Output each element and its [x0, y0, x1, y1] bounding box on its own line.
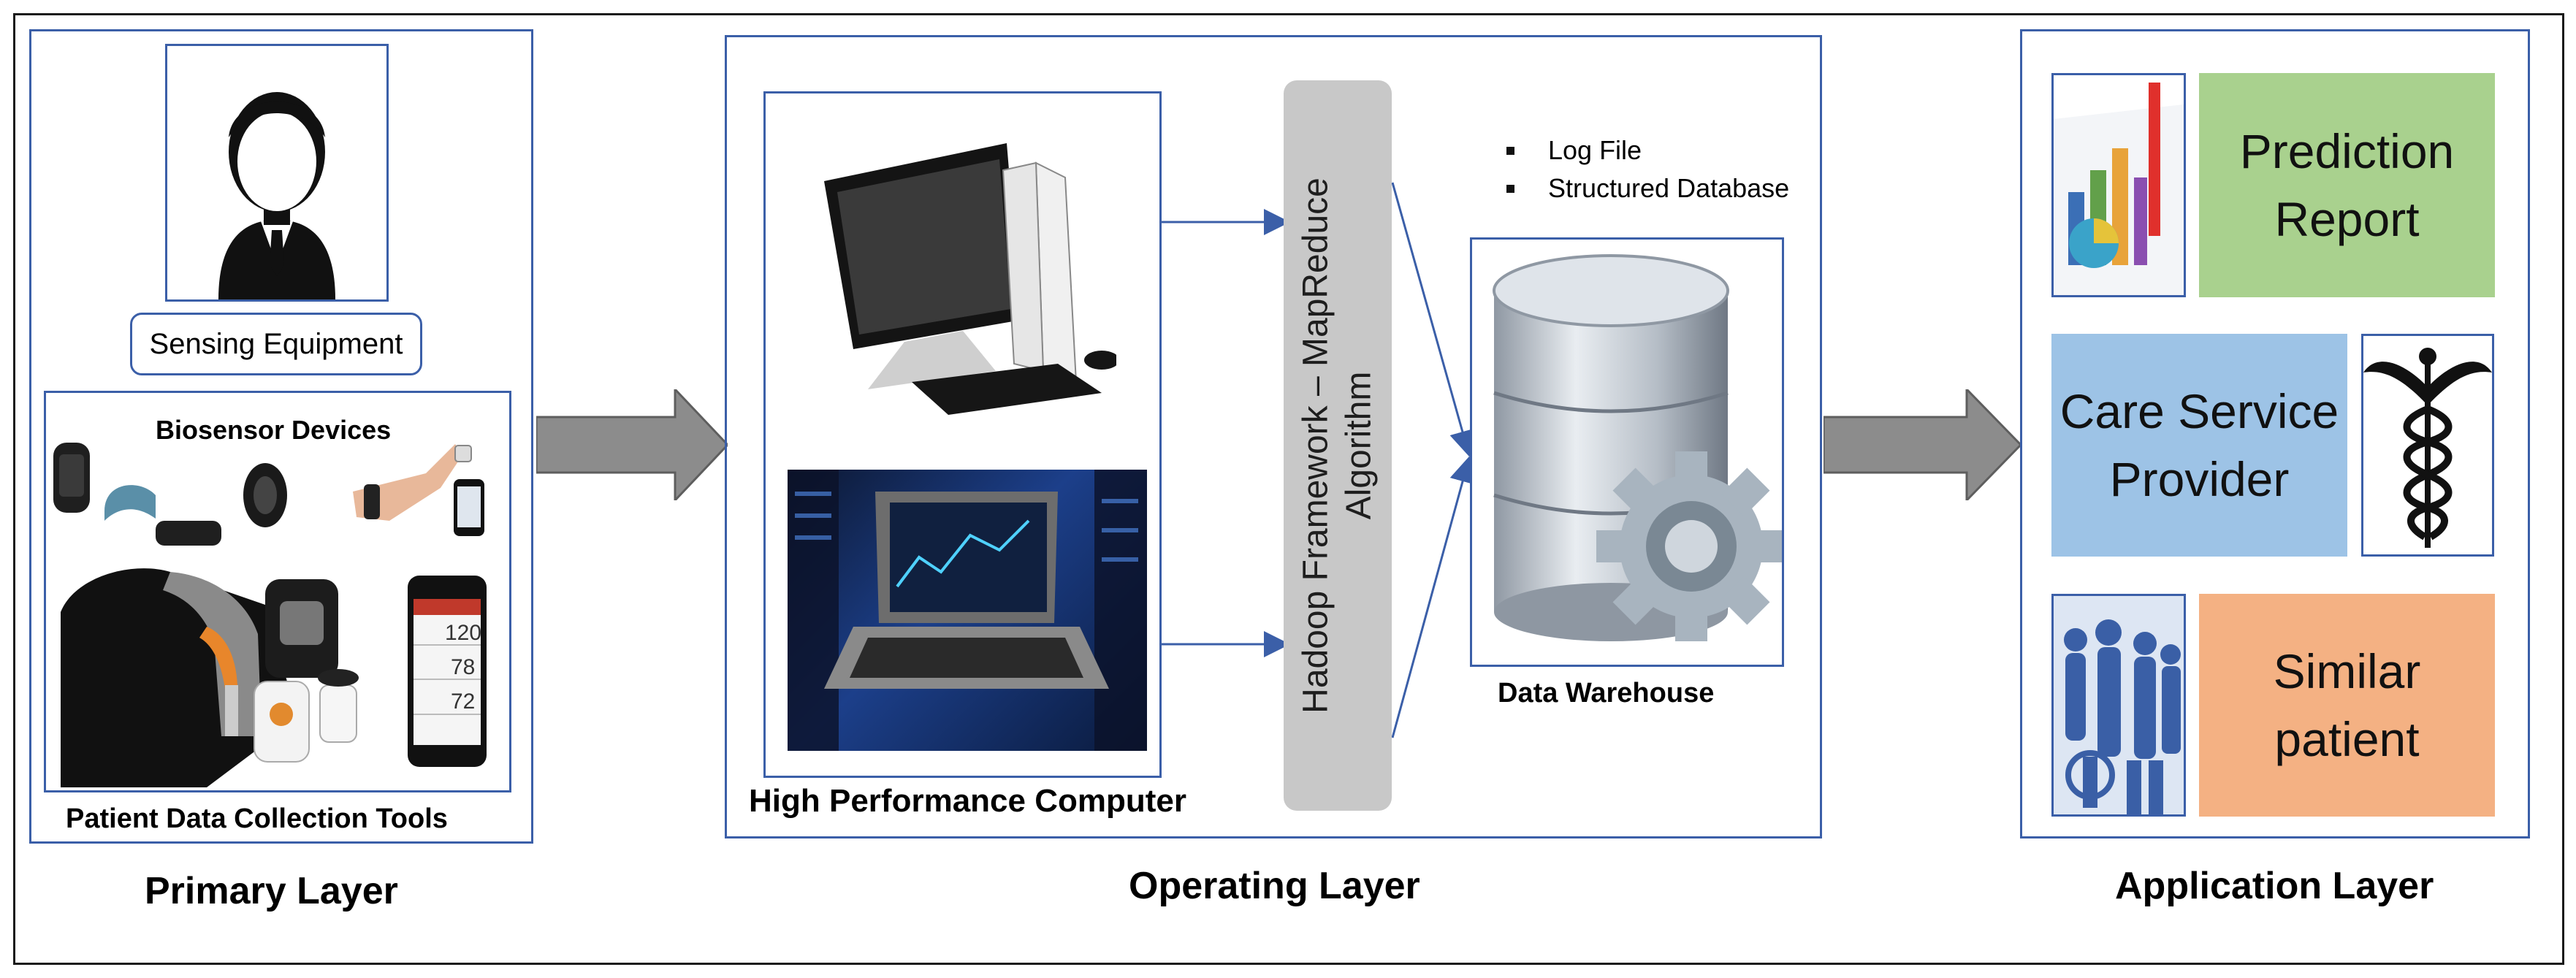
- analytics-chart-image: [2051, 73, 2186, 297]
- arrow-right-icon: [1824, 389, 2021, 500]
- similar-patient-label: Similar patient: [2273, 644, 2421, 766]
- person-icon: [218, 92, 335, 299]
- data-items-list: Log File Structured Database: [1506, 135, 1789, 204]
- sensing-equipment-label: Sensing Equipment: [130, 313, 422, 375]
- reading-systolic: 120: [445, 621, 481, 645]
- bar-chart-icon: [2054, 83, 2184, 295]
- primary-layer-panel: [29, 29, 533, 844]
- reading-pulse: 72: [451, 689, 475, 714]
- person-avatar-frame: [165, 44, 389, 302]
- arrow-right-icon: [536, 389, 728, 500]
- data-item-label: Structured Database: [1548, 173, 1790, 203]
- hadoop-framework-text: Hadoop Framework – MapReduce Algorithm: [1295, 95, 1380, 796]
- care-line-2: Provider: [2109, 451, 2290, 506]
- hadoop-framework-bar: Hadoop Framework – MapReduce Algorithm: [1284, 80, 1392, 811]
- crowd-icon: [2054, 596, 2184, 814]
- patient-data-collection-label: Patient Data Collection Tools: [66, 803, 448, 834]
- data-item: Log File: [1506, 135, 1789, 166]
- hpc-label: High Performance Computer: [749, 783, 1186, 819]
- data-warehouse-frame: [1470, 237, 1784, 667]
- application-layer-title: Application Layer: [2115, 865, 2434, 907]
- computers-panel: [763, 91, 1162, 778]
- care-service-provider-tile: Care Service Provider: [2051, 334, 2347, 557]
- primary-layer-title: Primary Layer: [145, 870, 398, 912]
- database-gear-icon: [1493, 254, 1782, 641]
- biosensor-devices-title: Biosensor Devices: [156, 415, 392, 445]
- biosensor-devices-illustration: 120 78 72: [53, 443, 487, 787]
- biosensor-devices-panel: Biosensor Devices: [44, 391, 511, 792]
- operating-layer-panel: [725, 35, 1822, 838]
- figure-frame: [13, 13, 2564, 965]
- prediction-report-tile: Prediction Report: [2199, 73, 2495, 297]
- data-item-label: Log File: [1548, 135, 1642, 165]
- server-rack-image: [788, 470, 1147, 751]
- bullet-icon: [1506, 146, 1514, 155]
- flow-connectors: [1162, 182, 1476, 738]
- desktop-computer-icon: [824, 143, 1116, 415]
- hadoop-line-1: Hadoop Framework – MapReduce: [1296, 177, 1335, 714]
- patients-crowd-image: [2051, 594, 2186, 817]
- data-warehouse-label: Data Warehouse: [1498, 678, 1715, 708]
- server-laptop-icon: [788, 470, 1147, 751]
- application-layer-panel: [2020, 29, 2530, 838]
- similar-patient-tile: Similar patient: [2199, 594, 2495, 817]
- prediction-line-1: Prediction: [2239, 124, 2455, 179]
- care-line-1: Care Service: [2059, 384, 2339, 439]
- bullet-icon: [1506, 184, 1514, 193]
- hadoop-line-2: Algorithm: [1339, 371, 1378, 520]
- operating-layer-title: Operating Layer: [1129, 865, 1420, 907]
- reading-diastolic: 78: [451, 655, 475, 679]
- prediction-line-2: Report: [2274, 191, 2420, 246]
- caduceus-image: [2361, 334, 2494, 557]
- caduceus-icon: [2363, 348, 2492, 548]
- data-item: Structured Database: [1506, 173, 1789, 204]
